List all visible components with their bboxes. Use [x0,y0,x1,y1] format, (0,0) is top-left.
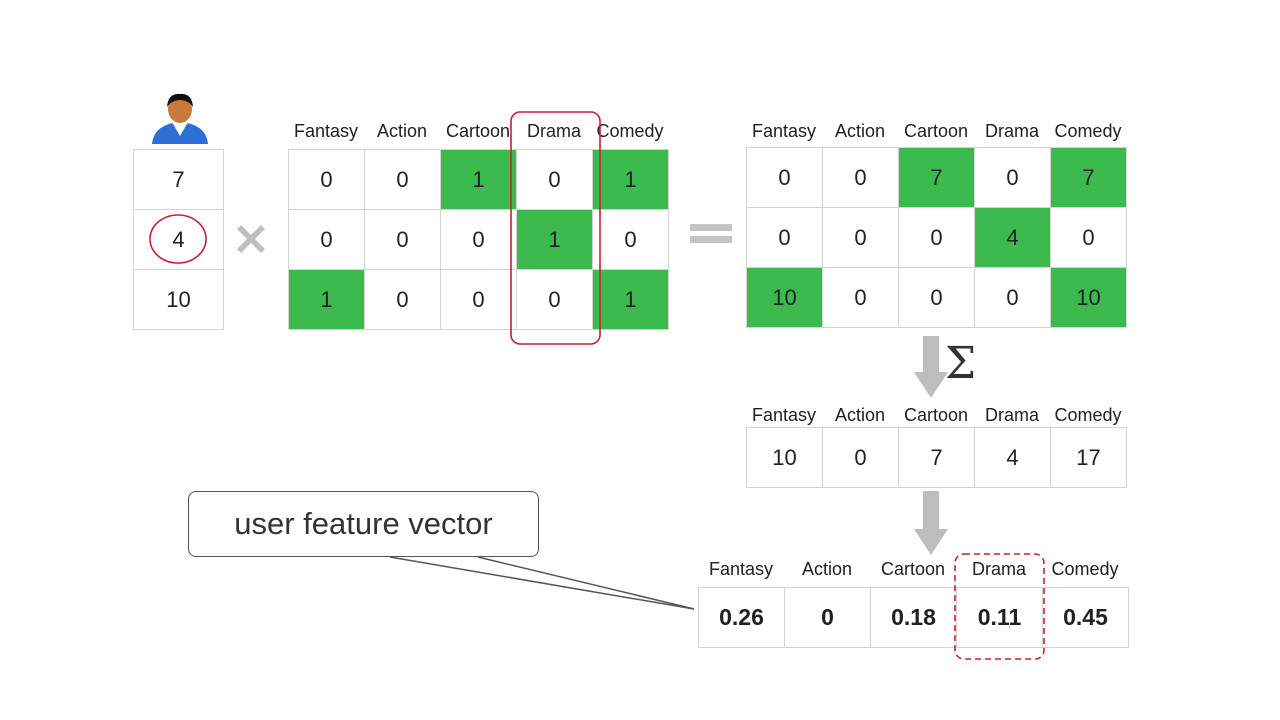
genre-header: Action [801,559,853,579]
sum-cell: 17 [1050,427,1127,488]
genre-header: Cartoon [903,405,969,425]
matrix-cell: 0 [364,269,441,330]
matrix-cell: 0 [898,267,975,328]
matrix-cell: 0 [822,207,899,268]
genre-header: Cartoon [445,121,511,141]
genre-header: Comedy [1054,405,1122,425]
genre-header: Fantasy [751,121,817,141]
matrix-cell: 0 [822,147,899,208]
normalized-cell: 0.11 [956,587,1043,648]
matrix-cell: 7 [898,147,975,208]
genre-header: Cartoon [880,559,946,579]
sigma-symbol: Σ [945,338,977,389]
matrix-cell: 7 [1050,147,1127,208]
rating-cell: 10 [133,269,224,330]
sum-cell: 10 [746,427,823,488]
sum-cell: 0 [822,427,899,488]
sum-cell: 4 [974,427,1051,488]
matrix-cell: 1 [440,149,517,210]
matrix-cell: 0 [746,147,823,208]
matrix-cell: 0 [440,209,517,270]
matrix-cell: 0 [516,149,593,210]
matrix-cell: 0 [974,147,1051,208]
matrix-cell: 0 [288,149,365,210]
matrix-cell: 10 [746,267,823,328]
user-avatar-icon [150,92,210,144]
rating-cell: 4 [133,209,224,270]
genre-header: Drama [526,121,581,141]
matrix-cell: 1 [288,269,365,330]
genre-header: Comedy [1051,559,1119,579]
matrix-cell: 0 [516,269,593,330]
callout-user-feature-vector: user feature vector [188,491,539,557]
matrix-cell: 0 [364,209,441,270]
normalized-cell: 0.26 [698,587,785,648]
multiply-icon [231,219,271,259]
genre-header: Comedy [1054,121,1122,141]
normalized-cell: 0.45 [1042,587,1129,648]
matrix-cell: 0 [746,207,823,268]
normalized-cell: 0.18 [870,587,957,648]
genre-header: Fantasy [751,405,817,425]
genre-header: Action [834,405,886,425]
matrix-cell: 0 [592,209,669,270]
sum-cell: 7 [898,427,975,488]
normalized-cell: 0 [784,587,871,648]
genre-header: Drama [971,559,1026,579]
matrix-cell: 0 [974,267,1051,328]
genre-header: Comedy [596,121,664,141]
matrix-cell: 1 [516,209,593,270]
genre-header: Action [376,121,428,141]
matrix-cell: 0 [822,267,899,328]
down-arrow-icon [914,336,948,398]
rating-cell: 7 [133,149,224,210]
matrix-cell: 0 [898,207,975,268]
matrix-cell: 4 [974,207,1051,268]
equals-icon [690,222,732,246]
down-arrow-icon [914,491,948,555]
matrix-cell: 10 [1050,267,1127,328]
genre-header: Cartoon [903,121,969,141]
matrix-cell: 0 [1050,207,1127,268]
matrix-cell: 1 [592,269,669,330]
matrix-cell: 0 [364,149,441,210]
matrix-cell: 0 [440,269,517,330]
genre-header: Action [834,121,886,141]
genre-header: Fantasy [293,121,359,141]
genre-header: Drama [984,121,1039,141]
matrix-cell: 0 [288,209,365,270]
genre-header: Drama [984,405,1039,425]
matrix-cell: 1 [592,149,669,210]
genre-header: Fantasy [708,559,774,579]
